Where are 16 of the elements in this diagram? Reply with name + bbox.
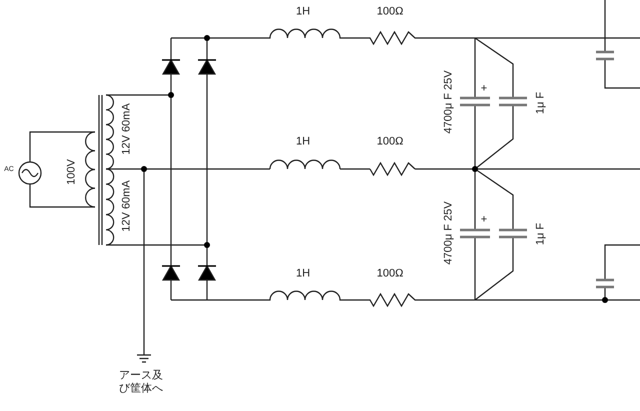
capacitance-label: 1μ F — [534, 222, 548, 246]
polarity-mark: + — [480, 82, 488, 96]
capacitance-label: 4700μ F 25V — [442, 70, 456, 134]
resistance-label: 100Ω — [376, 136, 404, 148]
capacitance-label: 4700μ F 25V — [442, 201, 456, 265]
winding-label: 12V 60mA — [120, 180, 134, 232]
resistance-label: 100Ω — [376, 268, 404, 280]
voltage-label: 100V — [66, 159, 78, 185]
ground-note: アース及び筐体へ — [118, 369, 164, 395]
inductance-label: 1H — [296, 136, 310, 148]
polarity-mark: + — [480, 214, 488, 226]
inductance-label: 1H — [296, 268, 310, 280]
inductance-label: 1H — [296, 6, 310, 18]
resistance-label: 100Ω — [376, 6, 404, 18]
capacitance-label: 1μ F — [534, 92, 548, 114]
winding-label: 12V 60mA — [120, 103, 134, 155]
